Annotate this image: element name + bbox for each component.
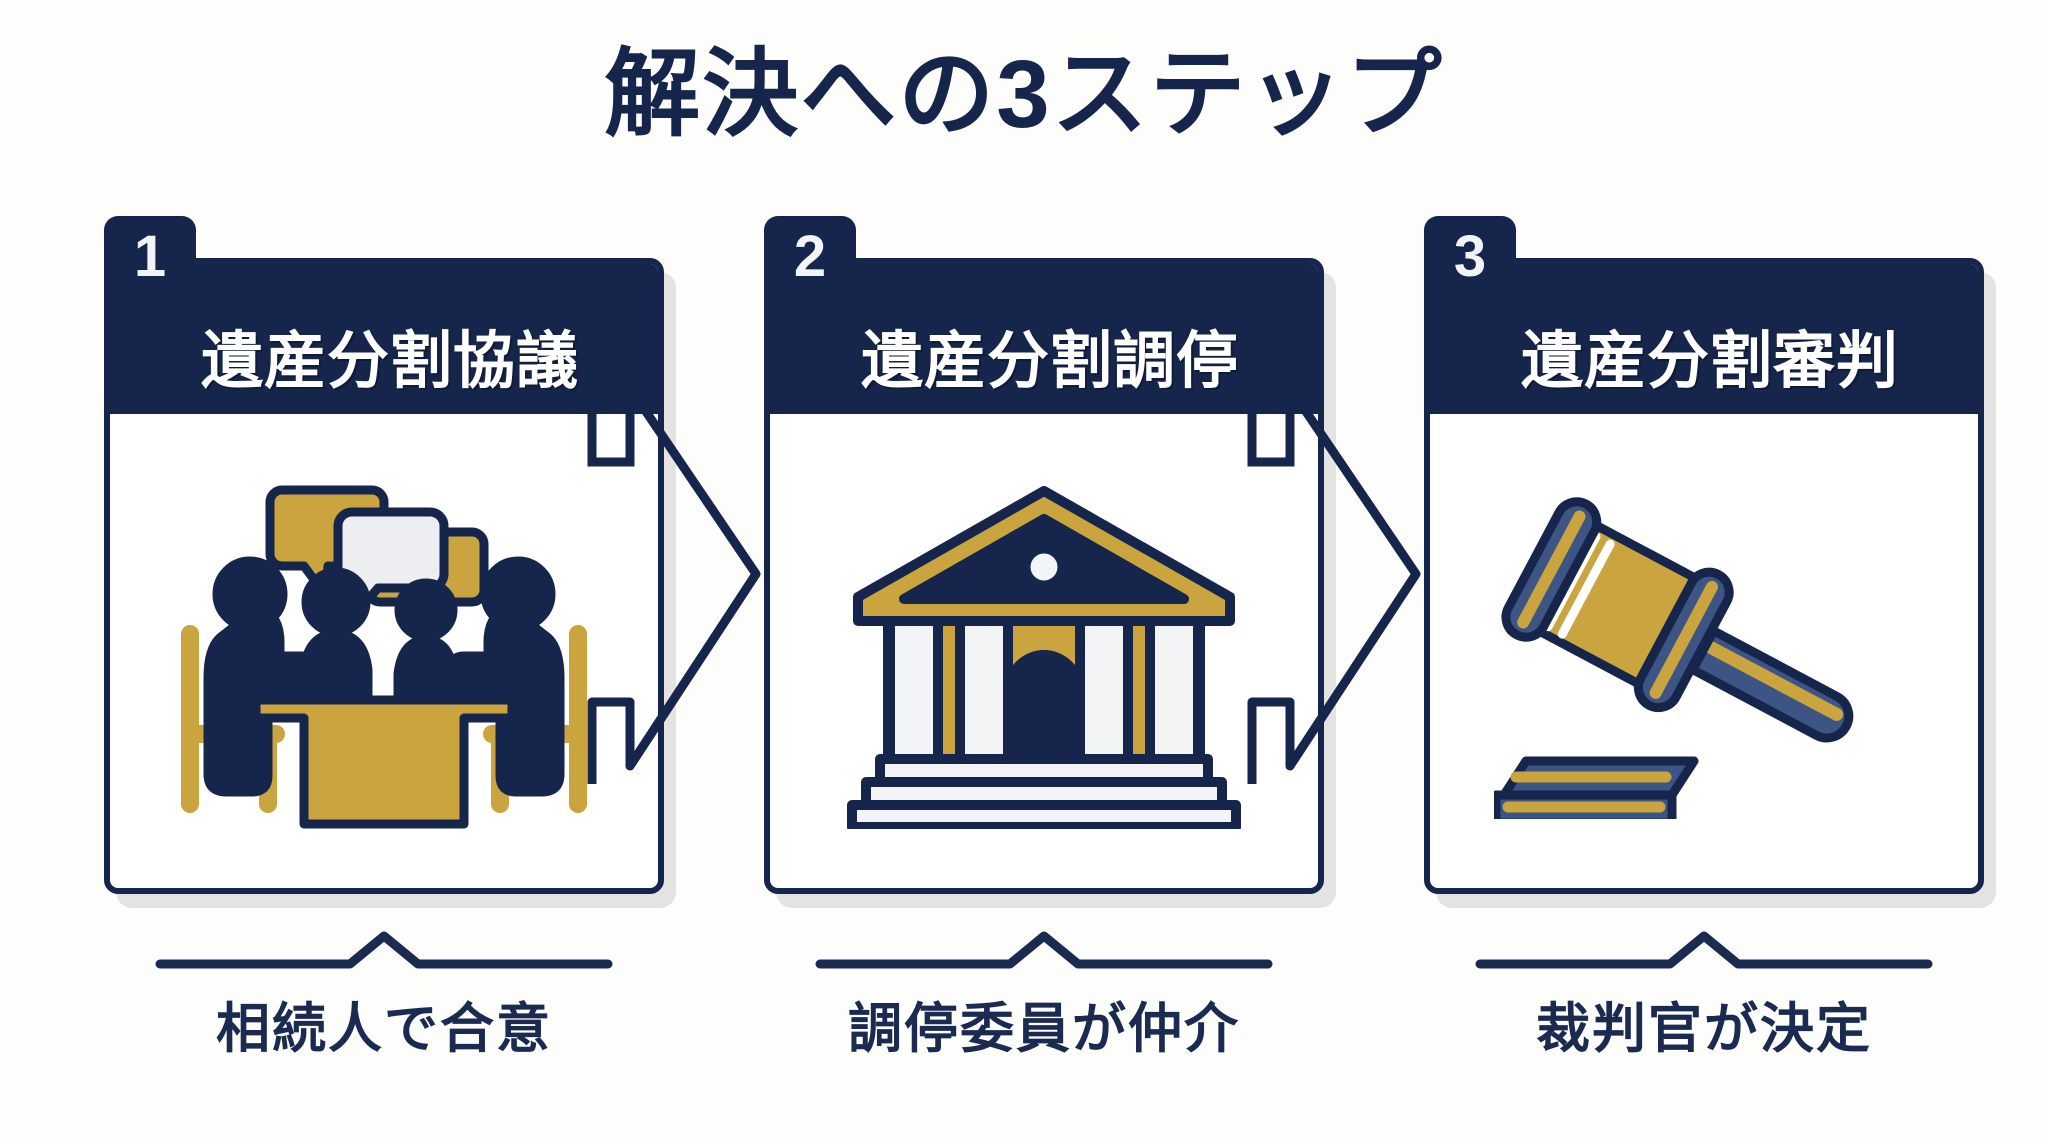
arrow-notch-top xyxy=(1247,374,1295,467)
card-header: 遺産分割協議 xyxy=(110,264,658,414)
people-meeting-table-icon xyxy=(181,485,587,829)
courthouse-icon xyxy=(847,486,1241,829)
gavel-cap-left-stripe xyxy=(1517,510,1586,629)
person-head-4 xyxy=(394,578,458,642)
courthouse-step-3 xyxy=(847,800,1241,829)
card-header: 遺産分割審判 xyxy=(1430,264,1978,414)
step-card-1[interactable]: 遺産分割協議 xyxy=(104,216,676,908)
card-illustration xyxy=(1430,414,1978,888)
courthouse-door xyxy=(1005,650,1083,766)
courthouse-column-1 xyxy=(885,616,943,764)
step-card-2[interactable]: 遺産分割調停 xyxy=(764,216,1336,908)
gavel-cap-right-stripe xyxy=(1649,580,1718,699)
card-header: 遺産分割調停 xyxy=(770,264,1318,414)
courthouse-medallion xyxy=(1023,546,1065,588)
arrow-chevron xyxy=(1247,385,1421,784)
caption-bracket-icon xyxy=(155,931,613,969)
step-number-tab: 2 xyxy=(764,216,856,336)
gavel-icon xyxy=(1494,497,1854,819)
caption-text: 相続人で合意 xyxy=(216,999,552,1059)
caption-group-1: 相続人で合意 xyxy=(104,930,664,1063)
step-number-tab: 3 xyxy=(1424,216,1516,336)
gavel-handle-stripe xyxy=(1695,636,1844,721)
step-number: 3 xyxy=(1453,224,1487,289)
page-title: 解決への3ステップ xyxy=(604,41,1444,148)
card-illustration xyxy=(770,414,1318,888)
captions-row: 相続人で合意 調停委員が仲介 裁判官が決定 xyxy=(104,930,1944,1110)
caption-group-2: 調停委員が仲介 xyxy=(764,930,1324,1063)
arrow-chevron xyxy=(587,385,761,784)
person-head-3 xyxy=(301,567,371,637)
arrow-step-1-to-2 xyxy=(584,366,774,796)
courthouse-column-3 xyxy=(1075,616,1133,764)
caption-bracket-icon xyxy=(815,931,1273,969)
arrow-step-2-to-3 xyxy=(1244,366,1434,796)
card-illustration xyxy=(110,414,658,888)
step-number-tab: 1 xyxy=(104,216,196,336)
card-header-title: 遺産分割協議 xyxy=(200,327,579,396)
step-number: 2 xyxy=(793,224,827,289)
meeting-table xyxy=(251,695,517,829)
step-card-3[interactable]: 遺産分割審判 xyxy=(1424,216,1996,908)
caption-text: 裁判官が決定 xyxy=(1536,999,1872,1059)
steps-row: 遺産分割協議 xyxy=(104,216,1996,928)
caption-bracket-icon xyxy=(1475,931,1933,969)
courthouse-column-4 xyxy=(1145,616,1203,764)
card-body: 遺産分割調停 xyxy=(764,258,1324,894)
card-body: 遺産分割審判 xyxy=(1424,258,1984,894)
caption-text: 調停委員が仲介 xyxy=(848,999,1240,1059)
card-header-title: 遺産分割審判 xyxy=(1520,327,1899,396)
courthouse-column-2 xyxy=(955,616,1013,764)
step-number: 1 xyxy=(133,224,167,289)
arrow-notch-top xyxy=(587,374,635,467)
caption-group-3: 裁判官が決定 xyxy=(1424,930,1984,1063)
card-header-title: 遺産分割調停 xyxy=(860,327,1239,396)
card-body: 遺産分割協議 xyxy=(104,258,664,894)
